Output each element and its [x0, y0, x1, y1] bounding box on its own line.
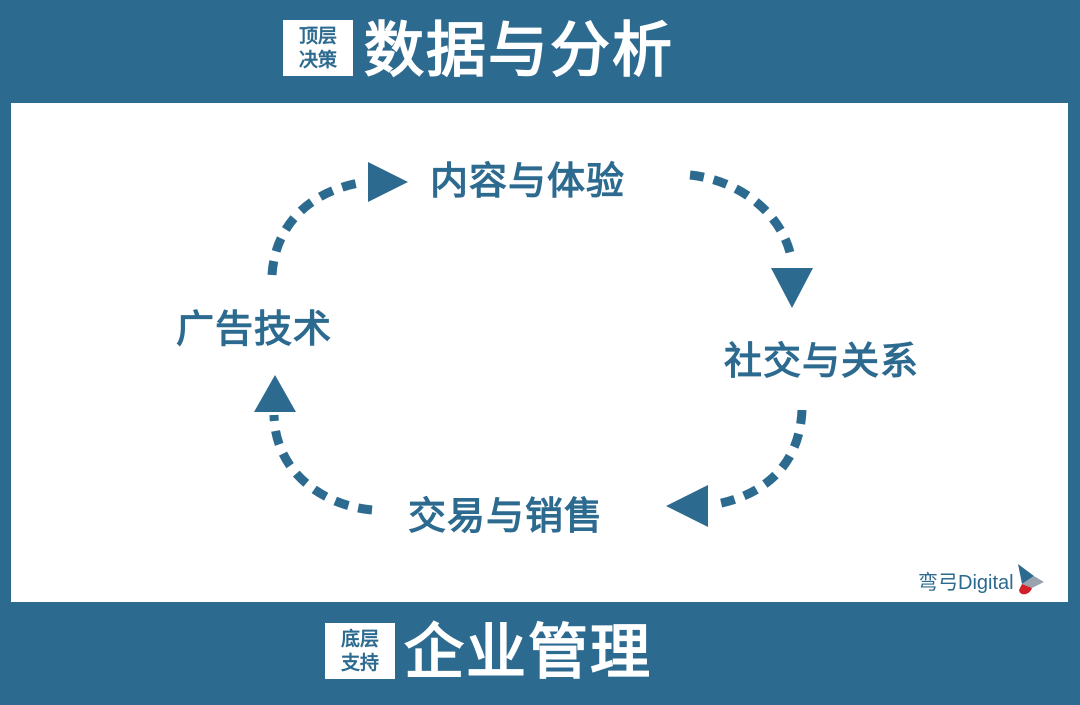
- top-layer-tag: 顶层 决策: [283, 20, 353, 76]
- bottom-tag-line2: 支持: [340, 652, 379, 674]
- bottom-tag-line1: 底层: [340, 628, 379, 650]
- top-tag-line1: 顶层: [298, 25, 337, 47]
- arrowhead-up-icon: [254, 375, 296, 412]
- top-tag-line2: 决策: [298, 49, 337, 71]
- node-content-experience: 内容与体验: [430, 159, 626, 203]
- logo-text: 弯弓Digital: [918, 571, 1014, 594]
- bottom-layer-tag: 底层 支持: [325, 623, 395, 679]
- arrow-social-to-trade: [711, 409, 807, 510]
- node-trade-sales: 交易与销售: [408, 494, 604, 538]
- node-social-relations: 社交与关系: [724, 339, 920, 383]
- top-band: 顶层 决策 数据与分析: [0, 0, 1080, 103]
- arrowhead-right-icon: [368, 162, 408, 202]
- logo-mark-icon: [1017, 564, 1044, 595]
- bottom-band: 底层 支持 企业管理: [0, 602, 1080, 705]
- top-title: 数据与分析: [364, 16, 674, 86]
- bottom-title: 企业管理: [404, 618, 652, 688]
- brand-logo: 弯弓Digital: [918, 562, 1046, 598]
- node-ad-tech: 广告技术: [176, 307, 333, 351]
- arrow-ad-to-content: [267, 177, 366, 276]
- arrowhead-down-icon: [771, 268, 813, 308]
- arrowhead-left-icon: [666, 485, 708, 527]
- arrow-trade-to-ad: [269, 414, 373, 515]
- diagram-panel: [11, 103, 1068, 602]
- arrow-content-to-social: [689, 170, 797, 263]
